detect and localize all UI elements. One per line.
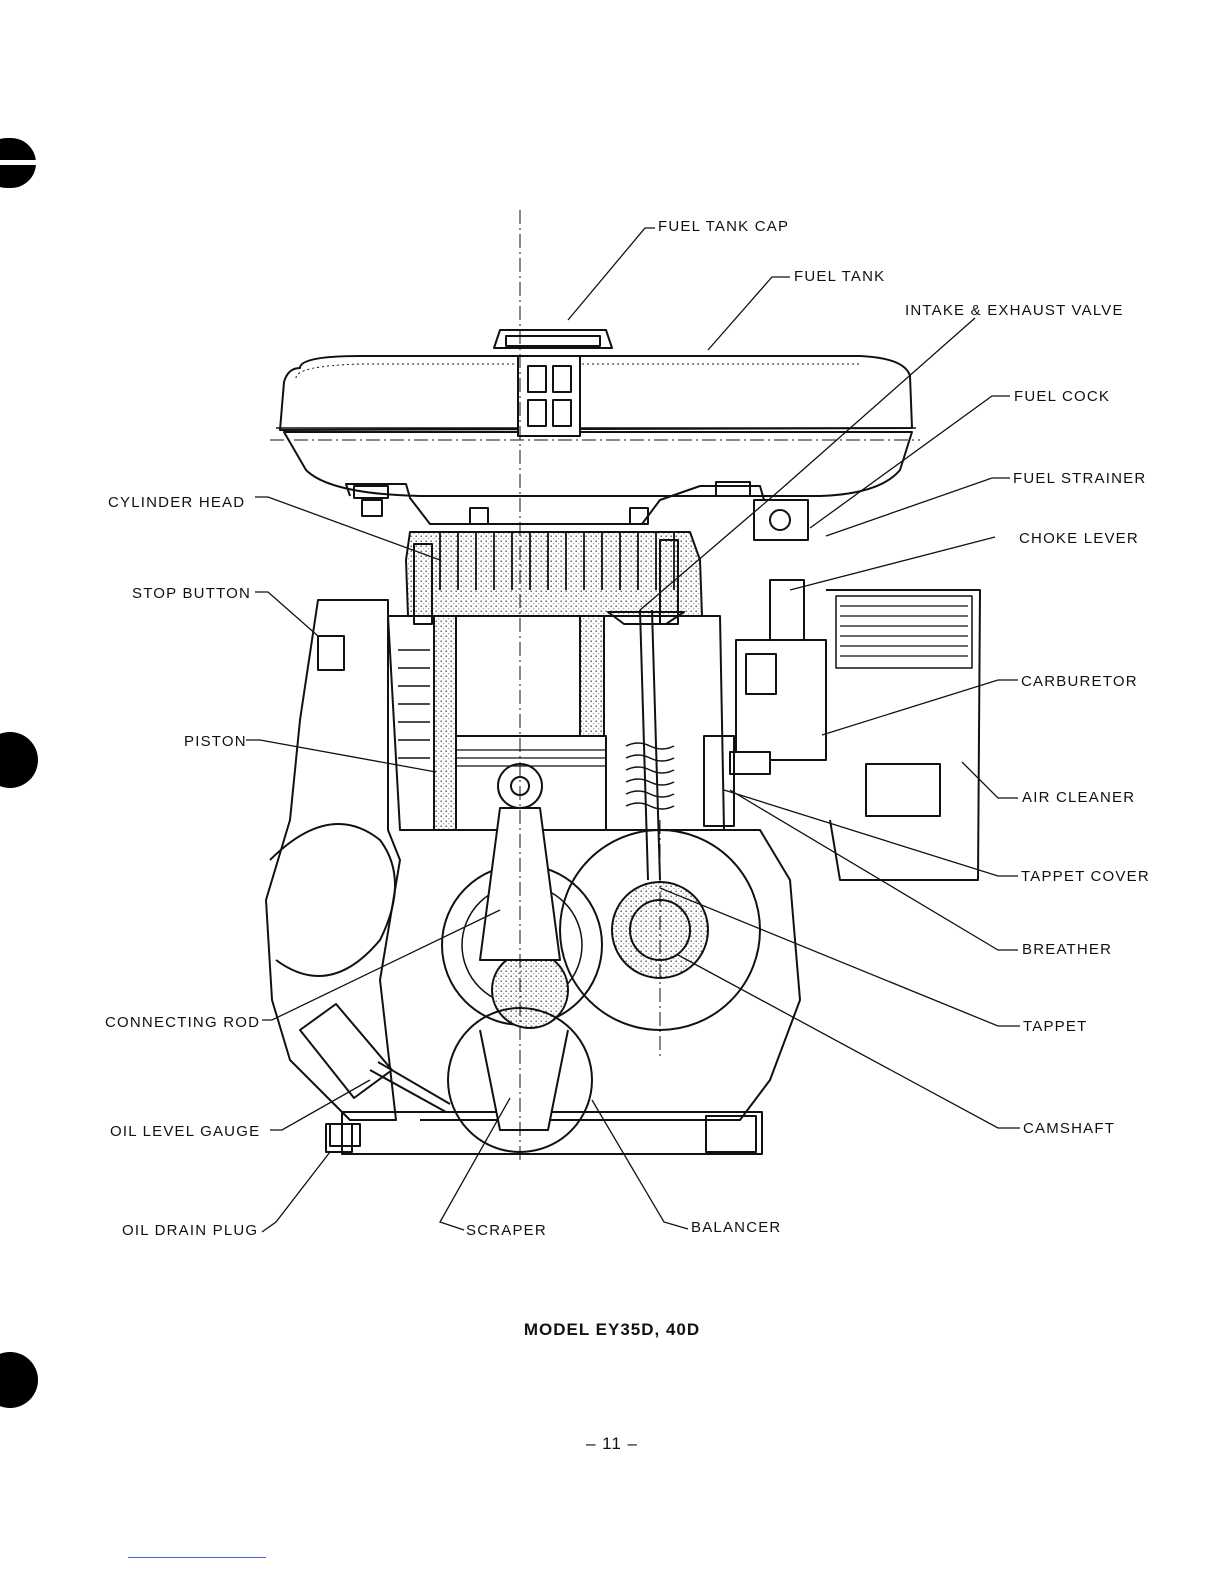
- label-stop-button: STOP BUTTON: [132, 585, 251, 602]
- label-breather: BREATHER: [1022, 941, 1112, 958]
- label-piston: PISTON: [184, 733, 247, 750]
- carburetor-drawing: [730, 500, 826, 774]
- label-intake-exhaust-valve: INTAKE & EXHAUST VALVE: [905, 302, 1124, 319]
- label-tappet: TAPPET: [1023, 1018, 1087, 1035]
- tappet-cover-drawing: [704, 736, 734, 826]
- figure-caption: MODEL EY35D, 40D: [0, 1320, 1224, 1340]
- label-scraper: SCRAPER: [466, 1222, 547, 1239]
- label-fuel-cock: FUEL COCK: [1014, 388, 1110, 405]
- label-oil-level-gauge: OIL LEVEL GAUGE: [110, 1123, 260, 1140]
- label-connecting-rod: CONNECTING ROD: [105, 1014, 260, 1031]
- label-choke-lever: CHOKE LEVER: [1019, 530, 1139, 547]
- label-fuel-tank-cap: FUEL TANK CAP: [658, 218, 789, 235]
- page-number: – 11 –: [0, 1434, 1224, 1454]
- stop-button-drawing: [318, 636, 344, 670]
- label-tappet-cover: TAPPET COVER: [1021, 868, 1150, 885]
- tank-brackets: [346, 482, 764, 524]
- label-cylinder-head: CYLINDER HEAD: [108, 494, 245, 511]
- label-camshaft: CAMSHAFT: [1023, 1120, 1115, 1137]
- fuel-tank-drawing: [276, 330, 916, 496]
- label-fuel-tank: FUEL TANK: [794, 268, 885, 285]
- label-balancer: BALANCER: [691, 1219, 781, 1236]
- label-oil-drain-plug: OIL DRAIN PLUG: [122, 1222, 258, 1239]
- crank-balancer-drawing: [442, 808, 760, 1152]
- air-cleaner-drawing: [826, 590, 980, 880]
- label-air-cleaner: AIR CLEANER: [1022, 789, 1135, 806]
- oil-level-gauge-drawing: [300, 1004, 450, 1112]
- label-fuel-strainer: FUEL STRAINER: [1013, 470, 1146, 487]
- footer-rule: [128, 1557, 266, 1558]
- label-carburetor: CARBURETOR: [1021, 673, 1138, 690]
- cylinder-head-drawing: [406, 532, 702, 624]
